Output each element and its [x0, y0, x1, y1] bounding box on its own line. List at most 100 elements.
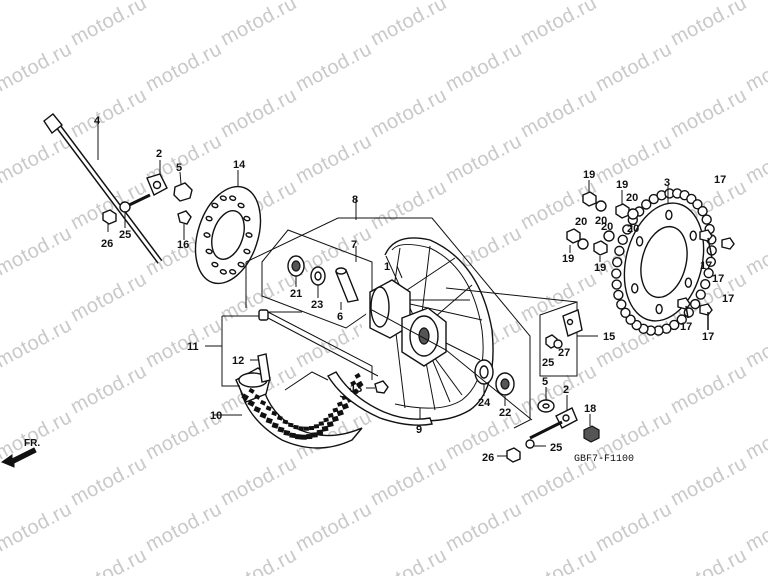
- tread-knob: [265, 417, 273, 425]
- axle: [43, 113, 163, 264]
- sprocket-tooth: [611, 268, 622, 279]
- sprocket-tooth: [614, 245, 625, 257]
- callout-17: 17: [712, 273, 724, 285]
- tread-knob: [253, 405, 262, 413]
- watermark-text: motod.ru: [742, 314, 768, 372]
- chain-adjuster-right: [529, 395, 578, 440]
- sprocket-tooth: [616, 299, 627, 310]
- sprocket-tooth: [611, 257, 623, 268]
- watermark-text: motod.ru: [217, 84, 301, 142]
- tread-knob: [336, 409, 344, 417]
- disc-hole: [237, 202, 245, 209]
- watermark-text: motod.ru: [667, 0, 751, 50]
- bolt-right: [497, 439, 546, 463]
- watermark-text: motod.ru: [517, 544, 601, 576]
- sprocket-tooth: [641, 199, 652, 210]
- sprocket-hole: [655, 303, 663, 315]
- sprocket-tooth: [625, 314, 636, 325]
- watermark-text: motod.ru: [67, 84, 151, 142]
- tread-knob: [303, 426, 310, 431]
- callout-25: 25: [542, 357, 554, 369]
- tread-knob: [283, 429, 291, 436]
- watermark-text: motod.ru: [592, 38, 676, 96]
- tread-knob: [298, 426, 304, 431]
- sprocket-tooth: [611, 279, 622, 290]
- tire: [214, 367, 364, 449]
- watermark-text: motod.ru: [0, 38, 76, 96]
- sprocket-tooth: [703, 267, 714, 279]
- tread-knob: [287, 422, 294, 428]
- callout-23: 23: [311, 299, 323, 311]
- disc-hole: [203, 232, 211, 238]
- callout-6: 6: [337, 311, 343, 323]
- watermark-text: motod.ru: [742, 38, 768, 96]
- watermark-text: motod.ru: [367, 452, 451, 510]
- callout-19: 19: [583, 169, 595, 181]
- tread-knob: [276, 415, 283, 421]
- tread-knob: [318, 421, 325, 426]
- sprocket: [611, 186, 717, 336]
- tread-knob: [341, 402, 349, 410]
- sprocket-tooth: [617, 234, 628, 246]
- sprocket-tooth: [700, 278, 711, 290]
- callout-25: 25: [119, 229, 131, 241]
- watermark-text: motod.ru: [442, 498, 526, 556]
- callout-20: 20: [601, 221, 613, 233]
- watermark-text: motod.ru: [67, 0, 151, 50]
- sprocket-hole: [631, 283, 639, 294]
- wheel-rim: [339, 237, 494, 422]
- tube: [205, 309, 269, 387]
- chain-slider: [545, 309, 583, 349]
- callout-7: 7: [351, 239, 357, 251]
- diagram-code: GBF7-F1100: [574, 454, 634, 465]
- callout-5: 5: [542, 376, 548, 388]
- callout-20: 20: [626, 192, 638, 204]
- tread-knob: [327, 412, 334, 418]
- watermark-text: motod.ru: [0, 498, 76, 556]
- watermark-text: motod.ru: [742, 222, 768, 280]
- watermark-text: motod.ru: [592, 0, 676, 4]
- watermark-text: motod.ru: [667, 452, 751, 510]
- tread-knob: [254, 393, 261, 400]
- watermark-text: motod.ru: [442, 0, 526, 4]
- callout-21: 21: [290, 288, 302, 300]
- sprocket-hole: [635, 236, 644, 247]
- watermark-text: motod.ru: [217, 544, 301, 576]
- watermark-text: motod.ru: [442, 130, 526, 188]
- tread-knob: [293, 424, 299, 430]
- sprocket-hole: [684, 277, 693, 288]
- sprocket-tooth: [705, 256, 717, 267]
- callout-8: 8: [352, 194, 358, 206]
- tread-knob: [311, 432, 318, 438]
- callout-9: 9: [416, 424, 422, 436]
- callout-17: 17: [714, 174, 726, 186]
- disc-hole: [243, 215, 251, 222]
- callout-labels: 1 2 2 3 4 5 5 6 7 8 9 10 11 12 13 14 15 …: [24, 115, 734, 465]
- tread-knob: [300, 434, 307, 440]
- tread-knob: [247, 399, 256, 407]
- watermark-text: motod.ru: [67, 268, 151, 326]
- watermark-text: motod.ru: [142, 498, 226, 556]
- callout-18: 18: [584, 403, 596, 415]
- tread-knob: [289, 432, 296, 439]
- callout-17: 17: [702, 331, 714, 343]
- tread-knob: [295, 434, 302, 440]
- callout-25: 25: [550, 442, 562, 454]
- callout-10: 10: [210, 410, 222, 422]
- callout-15: 15: [603, 331, 615, 343]
- callout-5: 5: [176, 162, 182, 174]
- callout-1: 1: [384, 261, 390, 273]
- watermark-text: motod.ru: [592, 498, 676, 556]
- callout-4: 4: [94, 115, 101, 127]
- rim-band: [250, 353, 433, 426]
- tread-knob: [259, 411, 267, 419]
- watermark-text: motod.ru: [0, 222, 76, 280]
- callout-20: 20: [595, 215, 607, 227]
- collar-left: [173, 171, 193, 202]
- disc-hole: [229, 195, 237, 201]
- watermark-text: motod.ru: [517, 84, 601, 142]
- direction-label: FR.: [24, 438, 40, 449]
- watermark-text: motod.ru: [67, 544, 151, 576]
- callout-22: 22: [499, 407, 511, 419]
- callout-11: 11: [187, 341, 199, 353]
